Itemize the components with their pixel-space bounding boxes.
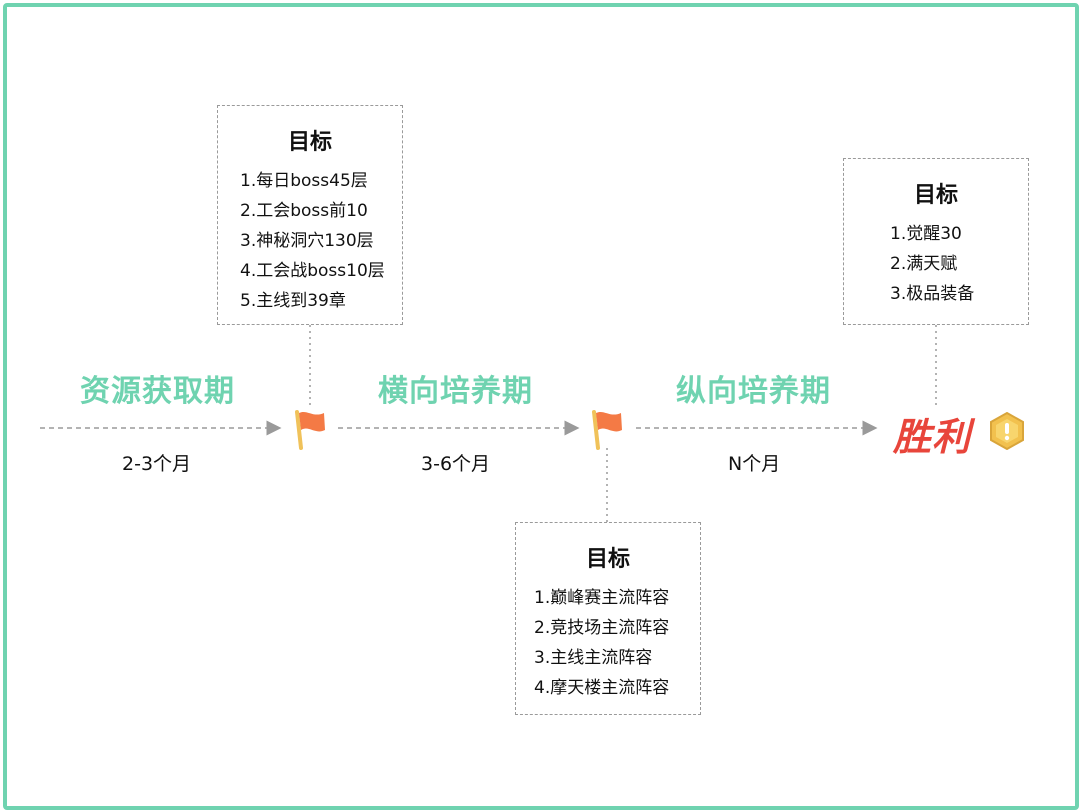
goal-box-title: 目标 <box>913 183 958 208</box>
phase-label-resource: 资源获取期 <box>80 374 235 409</box>
goal-item: 2.满天赋 <box>890 254 958 274</box>
goal-item: 1.觉醒30 <box>890 224 962 244</box>
goal-item: 3.极品装备 <box>890 284 975 304</box>
goal-box-3: 目标 1.觉醒30 2.满天赋 3.极品装备 <box>843 158 1029 325</box>
medal-icon <box>990 412 1024 450</box>
goal-list: 1.巅峰赛主流阵容 2.竞技场主流阵容 3.主线主流阵容 4.摩天楼主流阵容 <box>516 583 700 703</box>
goal-item: 5.主线到39章 <box>240 291 346 311</box>
goal-list: 1.每日boss45层 2.工会boss前10 3.神秘洞穴130层 4.工会战… <box>218 166 402 316</box>
phase-label-horizontal: 横向培养期 <box>378 374 533 409</box>
goal-box-title: 目标 <box>585 547 630 572</box>
goal-box-1: 目标 1.每日boss45层 2.工会boss前10 3.神秘洞穴130层 4.… <box>217 105 403 325</box>
phase-duration-1: 2-3个月 <box>122 453 192 475</box>
goal-item: 1.每日boss45层 <box>240 171 368 191</box>
diagram-frame <box>3 3 1079 810</box>
phase-duration-2: 3-6个月 <box>421 453 491 475</box>
goal-item: 2.工会boss前10 <box>240 201 368 221</box>
flag-icon <box>592 410 622 450</box>
goal-box-2: 目标 1.巅峰赛主流阵容 2.竞技场主流阵容 3.主线主流阵容 4.摩天楼主流阵… <box>515 522 701 715</box>
goal-item: 1.巅峰赛主流阵容 <box>534 588 670 608</box>
goal-item: 4.工会战boss10层 <box>240 261 385 281</box>
goal-item: 4.摩天楼主流阵容 <box>534 678 670 698</box>
goal-list: 1.觉醒30 2.满天赋 3.极品装备 <box>844 219 1028 309</box>
goal-item: 3.神秘洞穴130层 <box>240 231 374 251</box>
phase-label-vertical: 纵向培养期 <box>676 374 831 409</box>
victory-label: 胜利 <box>893 415 972 459</box>
phase-duration-3: N个月 <box>728 453 781 475</box>
goal-item: 3.主线主流阵容 <box>534 648 653 668</box>
goal-item: 2.竞技场主流阵容 <box>534 618 670 638</box>
goal-box-title: 目标 <box>287 130 332 155</box>
flag-icon <box>295 410 325 450</box>
